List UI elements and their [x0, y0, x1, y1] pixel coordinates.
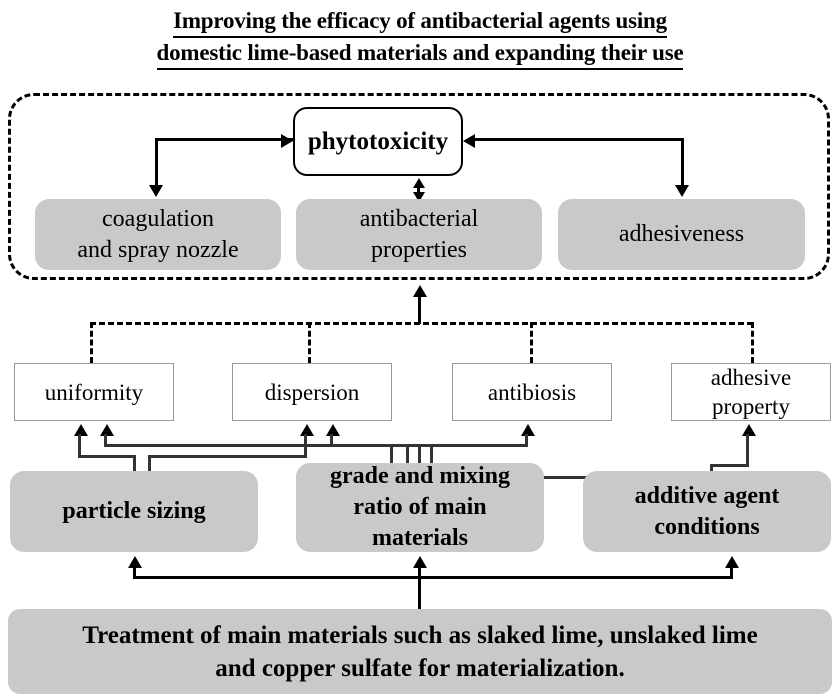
- connector-right-vertical: [681, 138, 684, 188]
- node-uniformity[interactable]: uniformity: [14, 363, 174, 421]
- node-adhesive-property-line-1: adhesive: [710, 365, 792, 390]
- dashed-drop-antibiosis: [530, 322, 533, 363]
- node-additive-agent-line-1: additive agent: [634, 482, 780, 509]
- node-antibiosis-label: antibiosis: [487, 379, 577, 405]
- node-adhesiveness-line-1: adhesiveness: [618, 221, 745, 247]
- connector-right-horizontal: [472, 138, 684, 141]
- conn-additive-adhesive-v1: [746, 434, 749, 467]
- node-particle-sizing-label: particle sizing: [62, 498, 206, 524]
- node-treatment-base[interactable]: Treatment of main materials such as slak…: [8, 609, 832, 694]
- connector-left-horizontal: [155, 138, 295, 141]
- conn-particle-uniformity-v2: [133, 455, 136, 473]
- conn-particle-dispersion-h: [148, 455, 307, 458]
- arrowhead-to-uniformity-a: [74, 424, 88, 436]
- base-riser-particle: [133, 566, 136, 578]
- title-line-1: Improving the efficacy of antibacterial …: [173, 6, 667, 38]
- title-line-2: domestic lime-based materials and expand…: [156, 38, 684, 70]
- base-riser-additive: [730, 566, 733, 578]
- conn-grade-dispersion-v2: [430, 444, 433, 473]
- node-coagulation-line-2: and spray nozzle: [77, 236, 239, 263]
- dashed-drop-uniformity: [90, 322, 93, 363]
- node-dispersion-label: dispersion: [264, 379, 360, 405]
- conn-additive-adhesive-h: [710, 464, 749, 467]
- arrowhead-to-additive-agent: [725, 556, 739, 568]
- node-adhesive-property[interactable]: adhesive property: [671, 363, 831, 421]
- conn-particle-uniformity-v1: [78, 434, 81, 457]
- conn-grade-antibiosis-v2: [406, 444, 409, 473]
- connector-right-arrowhead-left: [463, 134, 475, 148]
- connector-middle-vertical: [417, 183, 420, 194]
- arrowhead-to-particle-sizing: [128, 556, 142, 568]
- base-riser-grade: [418, 566, 421, 612]
- arrowhead-to-antibiosis: [521, 424, 535, 436]
- node-phytotoxicity[interactable]: phytotoxicity: [293, 107, 463, 176]
- node-grade-mixing-ratio[interactable]: grade and mixing ratio of main materials: [296, 463, 544, 552]
- connector-right-arrowhead-down: [675, 185, 689, 197]
- node-treatment-line-2: and copper sulfate for materialization.: [215, 654, 625, 682]
- connector-middle-arrowhead-down: [413, 192, 425, 202]
- node-adhesive-property-line-2: property: [712, 394, 790, 419]
- node-antibacterial-line-2: properties: [371, 236, 467, 263]
- arrowhead-to-grade-mixing: [413, 556, 427, 568]
- conn-grade-antibiosis-h: [406, 444, 528, 447]
- outcome-group-container: [8, 93, 830, 280]
- connector-left-arrowhead-right: [281, 134, 293, 148]
- node-grade-mixing-line-1: grade and mixing: [329, 463, 511, 489]
- connector-left-arrowhead-down: [149, 185, 163, 197]
- conn-additive-adhesive-v2: [710, 464, 713, 473]
- arrowhead-to-uniformity-b: [100, 424, 114, 436]
- arrowhead-to-dispersion-a: [300, 424, 314, 436]
- node-phytotoxicity-label: phytotoxicity: [307, 127, 449, 155]
- node-antibiosis[interactable]: antibiosis: [452, 363, 612, 421]
- connector-left-vertical: [155, 138, 158, 188]
- node-antibacterial-properties[interactable]: antibacterial properties: [296, 199, 542, 270]
- connector-bus-to-container-arrowhead: [413, 285, 427, 297]
- conn-grade-uniformity-v1: [104, 434, 107, 447]
- connector-bus-to-container-stem: [418, 295, 421, 324]
- node-coagulation-spray-nozzle[interactable]: coagulation and spray nozzle: [35, 199, 281, 270]
- conn-additive-feed-v1: [390, 444, 393, 478]
- conn-grade-uniformity-h: [104, 444, 421, 447]
- conn-particle-dispersion-v1: [304, 434, 307, 457]
- node-grade-mixing-line-3: materials: [372, 525, 468, 551]
- node-uniformity-label: uniformity: [44, 379, 144, 405]
- node-dispersion[interactable]: dispersion: [232, 363, 392, 421]
- node-additive-agent-conditions[interactable]: additive agent conditions: [583, 471, 831, 552]
- conn-grade-dispersion-v1: [330, 434, 333, 447]
- dashed-drop-adhesive-property: [751, 322, 754, 363]
- dashed-drop-dispersion: [308, 322, 311, 363]
- node-adhesiveness[interactable]: adhesiveness: [558, 199, 805, 270]
- conn-particle-uniformity-h: [78, 455, 136, 458]
- node-coagulation-line-1: coagulation: [102, 205, 214, 232]
- conn-grade-antibiosis-v1: [525, 434, 528, 447]
- dashed-bus-horizontal: [90, 322, 753, 325]
- arrowhead-to-adhesive-property: [742, 424, 756, 436]
- conn-grade-dispersion-h: [330, 444, 433, 447]
- page-title: Improving the efficacy of antibacterial …: [0, 6, 840, 70]
- arrowhead-to-dispersion-b: [326, 424, 340, 436]
- conn-grade-uniformity-v2: [418, 444, 421, 473]
- node-particle-sizing[interactable]: particle sizing: [10, 471, 258, 552]
- node-grade-mixing-line-2: ratio of main: [353, 494, 487, 520]
- node-antibacterial-line-1: antibacterial: [359, 205, 479, 232]
- node-additive-agent-line-2: conditions: [654, 513, 760, 540]
- base-bus-horizontal: [133, 576, 733, 579]
- node-treatment-line-1: Treatment of main materials such as slak…: [82, 621, 758, 649]
- conn-particle-dispersion-v2: [148, 455, 151, 473]
